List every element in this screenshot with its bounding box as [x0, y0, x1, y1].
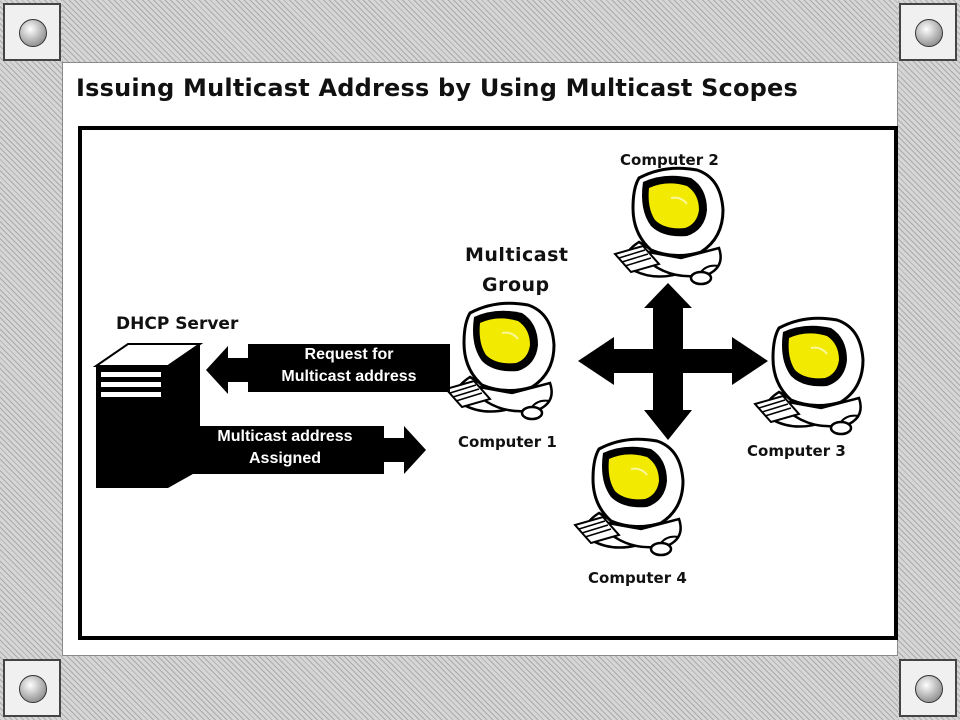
- corner-tl: [3, 3, 61, 61]
- computer-2-icon: [613, 166, 725, 286]
- knob-icon: [19, 675, 47, 703]
- computer-3-icon: [753, 316, 865, 436]
- frame-band-top: [0, 0, 960, 62]
- computer-1-icon: [444, 301, 556, 421]
- computer-4-icon: [573, 437, 685, 557]
- frame-band-left: [0, 0, 62, 720]
- request-message-line-2: Multicast address: [281, 368, 417, 385]
- knob-icon: [915, 19, 943, 47]
- dhcp-server-icon: [92, 343, 204, 488]
- assigned-arrow: [384, 426, 426, 474]
- multicast-group-label-line-1: Multicast: [465, 244, 569, 266]
- assigned-message: Multicast address Assigned: [186, 426, 384, 474]
- request-arrow: [206, 346, 248, 394]
- knob-icon: [19, 19, 47, 47]
- request-message: Request for Multicast address: [248, 344, 450, 392]
- four-way-arrow: [578, 283, 768, 440]
- dhcp-server-label: DHCP Server: [116, 314, 239, 334]
- computer-4-label: Computer 4: [588, 569, 687, 587]
- corner-br: [899, 659, 957, 717]
- slide-title: Issuing Multicast Address by Using Multi…: [76, 74, 799, 102]
- assigned-message-line-1: Multicast address: [217, 428, 353, 445]
- computer-1-label: Computer 1: [458, 433, 557, 451]
- corner-bl: [3, 659, 61, 717]
- computer-3-label: Computer 3: [747, 442, 846, 460]
- request-message-line-1: Request for: [304, 346, 394, 363]
- computer-2-label: Computer 2: [620, 151, 719, 169]
- knob-icon: [915, 675, 943, 703]
- assigned-message-line-2: Assigned: [248, 450, 321, 467]
- diagram-frame: [78, 126, 898, 640]
- frame-band-right: [898, 0, 960, 720]
- multicast-group-label-line-2: Group: [482, 274, 550, 296]
- frame-band-bottom: [0, 656, 960, 720]
- corner-tr: [899, 3, 957, 61]
